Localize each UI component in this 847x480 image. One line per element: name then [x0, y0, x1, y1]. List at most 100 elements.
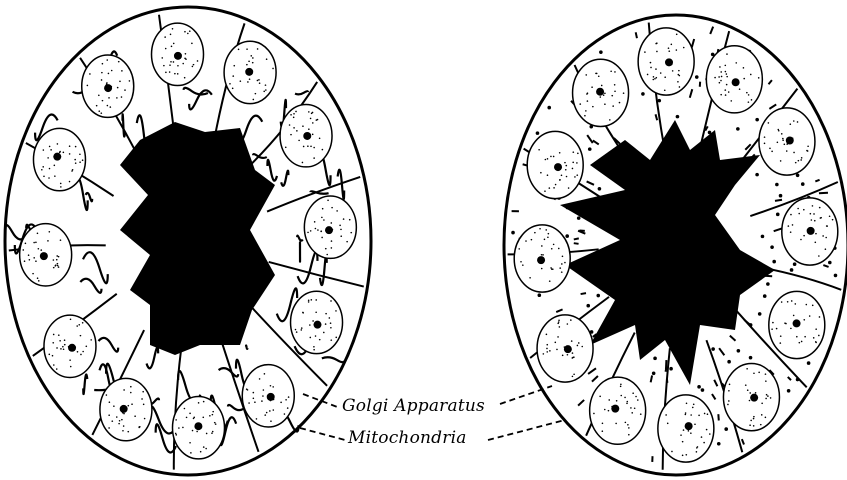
chromatin-dot: [60, 186, 62, 188]
chromatin-dot: [193, 64, 195, 66]
chromatin-dot: [656, 51, 658, 53]
chromatin-dot: [331, 240, 333, 242]
mitochondrion-granule: [652, 371, 656, 375]
chromatin-dot: [184, 408, 186, 410]
chromatin-dot: [540, 172, 542, 174]
chromatin-dot: [190, 452, 192, 454]
mitochondrion-granule: [566, 206, 570, 210]
chromatin-dot: [574, 176, 576, 178]
nucleolus: [611, 405, 619, 413]
chromatin-dot: [626, 403, 628, 405]
chromatin-dot: [70, 366, 72, 368]
mitochondrion-granule: [676, 115, 680, 119]
chromatin-dot: [576, 174, 578, 176]
chromatin-dot: [336, 210, 338, 212]
chromatin-dot: [75, 162, 77, 164]
chromatin-dot: [614, 71, 616, 73]
chromatin-dot: [725, 94, 727, 96]
mitochondrion-rod: [651, 375, 652, 382]
chromatin-dot: [259, 82, 261, 84]
chromatin-dot: [288, 396, 290, 398]
chromatin-dot: [620, 395, 622, 397]
chromatin-dot: [599, 96, 601, 98]
left-tubule-section: [5, 7, 371, 475]
nucleolus: [267, 393, 275, 401]
chromatin-dot: [749, 424, 751, 426]
chromatin-dot: [557, 336, 559, 338]
chromatin-dot: [709, 433, 711, 435]
chromatin-dot: [123, 425, 125, 427]
chromatin-dot: [610, 70, 612, 72]
mitochondrion-rod: [775, 200, 782, 201]
chromatin-dot: [761, 414, 763, 416]
mitochondrion-granule: [787, 389, 791, 393]
chromatin-dot: [686, 402, 688, 404]
mitochondrion-granule: [770, 245, 774, 249]
chromatin-dot: [330, 339, 332, 341]
chromatin-dot: [259, 378, 261, 380]
chromatin-dot: [567, 354, 569, 356]
chromatin-dot: [596, 73, 598, 75]
chromatin-dot: [790, 328, 792, 330]
chromatin-dot: [604, 103, 606, 105]
mitochondrion-granule: [577, 216, 581, 220]
chromatin-dot: [313, 147, 315, 149]
chromatin-dot: [327, 199, 329, 201]
chromatin-dot: [238, 49, 240, 51]
chromatin-dot: [724, 89, 726, 91]
chromatin-dot: [32, 273, 34, 275]
chromatin-dot: [252, 62, 254, 64]
chromatin-dot: [793, 315, 795, 317]
chromatin-dot: [814, 220, 816, 222]
chromatin-dot: [200, 451, 202, 453]
nucleolus: [120, 405, 128, 413]
chromatin-dot: [748, 94, 750, 96]
chromatin-dot: [35, 241, 37, 243]
chromatin-dot: [770, 397, 772, 399]
chromatin-dot: [627, 424, 629, 426]
chromatin-dot: [266, 58, 268, 60]
chromatin-dot: [570, 319, 572, 321]
chromatin-dot: [287, 407, 289, 409]
chromatin-dot: [319, 339, 321, 341]
chromatin-dot: [801, 157, 803, 159]
chromatin-dot: [250, 55, 252, 57]
chromatin-dot: [815, 342, 817, 344]
chromatin-dot: [72, 169, 74, 171]
mitochondrion-granule: [697, 385, 701, 389]
chromatin-dot: [165, 72, 167, 74]
chromatin-dot: [257, 80, 259, 82]
chromatin-dot: [331, 222, 333, 224]
chromatin-dot: [760, 424, 762, 426]
chromatin-dot: [52, 355, 54, 357]
chromatin-dot: [782, 139, 784, 141]
chromatin-dot: [668, 47, 670, 49]
chromatin-dot: [545, 159, 547, 161]
chromatin-dot: [593, 413, 595, 415]
chromatin-dot: [585, 74, 587, 76]
chromatin-dot: [249, 78, 251, 80]
chromatin-dot: [541, 254, 543, 256]
mitochondrion-granule: [708, 131, 712, 135]
chromatin-dot: [261, 400, 263, 402]
chromatin-dot: [263, 91, 265, 93]
mitochondrion-granule: [749, 356, 753, 360]
chromatin-dot: [667, 423, 669, 425]
chromatin-dot: [784, 143, 786, 145]
chromatin-dot: [551, 248, 553, 250]
chromatin-dot: [728, 91, 730, 93]
chromatin-dot: [664, 89, 666, 91]
chromatin-dot: [544, 190, 546, 192]
chromatin-dot: [749, 400, 751, 402]
chromatin-dot: [656, 42, 658, 44]
chromatin-dot: [608, 410, 610, 412]
chromatin-dot: [302, 312, 304, 314]
chromatin-dot: [544, 239, 546, 241]
nucleolus: [786, 137, 794, 145]
chromatin-dot: [750, 420, 752, 422]
chromatin-dot: [640, 413, 642, 415]
chromatin-dot: [704, 413, 706, 415]
chromatin-dot: [246, 48, 248, 50]
chromatin-dot: [782, 138, 784, 140]
chromatin-dot: [298, 140, 300, 142]
